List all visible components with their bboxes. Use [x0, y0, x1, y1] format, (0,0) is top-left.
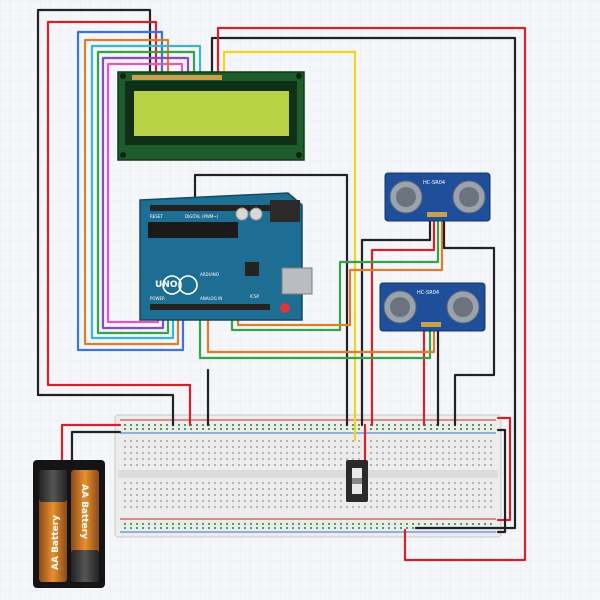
wire-green-lcd: [96, 50, 196, 335]
wire-black-lcd-rw: [210, 36, 517, 530]
usb-port: [281, 267, 313, 295]
digital-header: [150, 205, 270, 211]
wires: [36, 8, 527, 562]
analog-label: ANALOG IN: [200, 296, 222, 301]
arduino-uno: UNO ARDUINO POWER ANALOG IN DIGITAL (PWM…: [139, 192, 313, 321]
ultrasonic-sensor-1: HC-SR04: [384, 172, 491, 222]
icsp-label: ICSP: [250, 294, 260, 299]
battery-cell-2-label: AA Battery: [79, 484, 89, 539]
breadboard-holes: [124, 424, 492, 529]
wire-black-right-rail: [496, 428, 507, 534]
wire-black-sensor1: [360, 216, 432, 427]
lcd-header-pins: [132, 75, 222, 80]
logo-left-icon: [162, 275, 182, 295]
wire-black-lcd-gnd: [36, 8, 175, 427]
wire-black-sensor1-right: [442, 216, 496, 427]
wire-orange-sensor1: [236, 216, 444, 327]
wire-pink-lcd: [106, 62, 184, 324]
breadboard: [114, 414, 502, 538]
wire-red-battery: [60, 423, 122, 472]
wire-orange-sensor2: [206, 313, 436, 354]
wire-black-arduino-gnd: [193, 173, 349, 427]
brand-text: ARDUINO: [200, 272, 219, 277]
wire-black-battery: [70, 430, 122, 472]
sensor2-pins: [421, 322, 441, 327]
wire-cyan-lcd: [90, 44, 202, 340]
wire-yellow-lcd-contrast: [222, 50, 357, 442]
wire-green-sensor1: [230, 216, 440, 332]
reset-label: RESET: [150, 214, 163, 219]
digital-label: DIGITAL (PWM~): [185, 214, 219, 219]
logo-right-icon: [178, 275, 198, 295]
capacitor-1: [235, 207, 249, 221]
wire-purple-lcd: [101, 56, 190, 330]
small-chip: [245, 262, 259, 276]
wire-green-sensor2: [198, 313, 432, 360]
sensor1-label: HC-SR04: [423, 180, 445, 186]
sensor1-pins: [427, 212, 447, 217]
lcd-display: [117, 71, 305, 161]
lcd-screen: [134, 91, 289, 136]
ultrasonic-sensor-2: HC-SR04: [379, 282, 486, 332]
power-label: POWER: [150, 296, 165, 301]
sensor2-label: HC-SR04: [417, 290, 439, 296]
center-channel: [118, 470, 498, 478]
uno-text: UNO: [155, 280, 178, 290]
wire-red-lcd-vcc: [46, 20, 192, 427]
analog-header: [150, 304, 270, 310]
potentiometer: [346, 460, 368, 502]
microcontroller-chip: [148, 222, 238, 238]
wire-red-sensor1: [370, 216, 436, 427]
battery-cell-1-label: AA Battery: [51, 515, 61, 570]
battery-pack: AA Battery AA Battery: [33, 460, 105, 588]
power-jack: [270, 200, 300, 222]
wire-red-lcd-backlight: [216, 26, 527, 562]
capacitor-2: [249, 207, 263, 221]
reset-button: [280, 303, 290, 313]
